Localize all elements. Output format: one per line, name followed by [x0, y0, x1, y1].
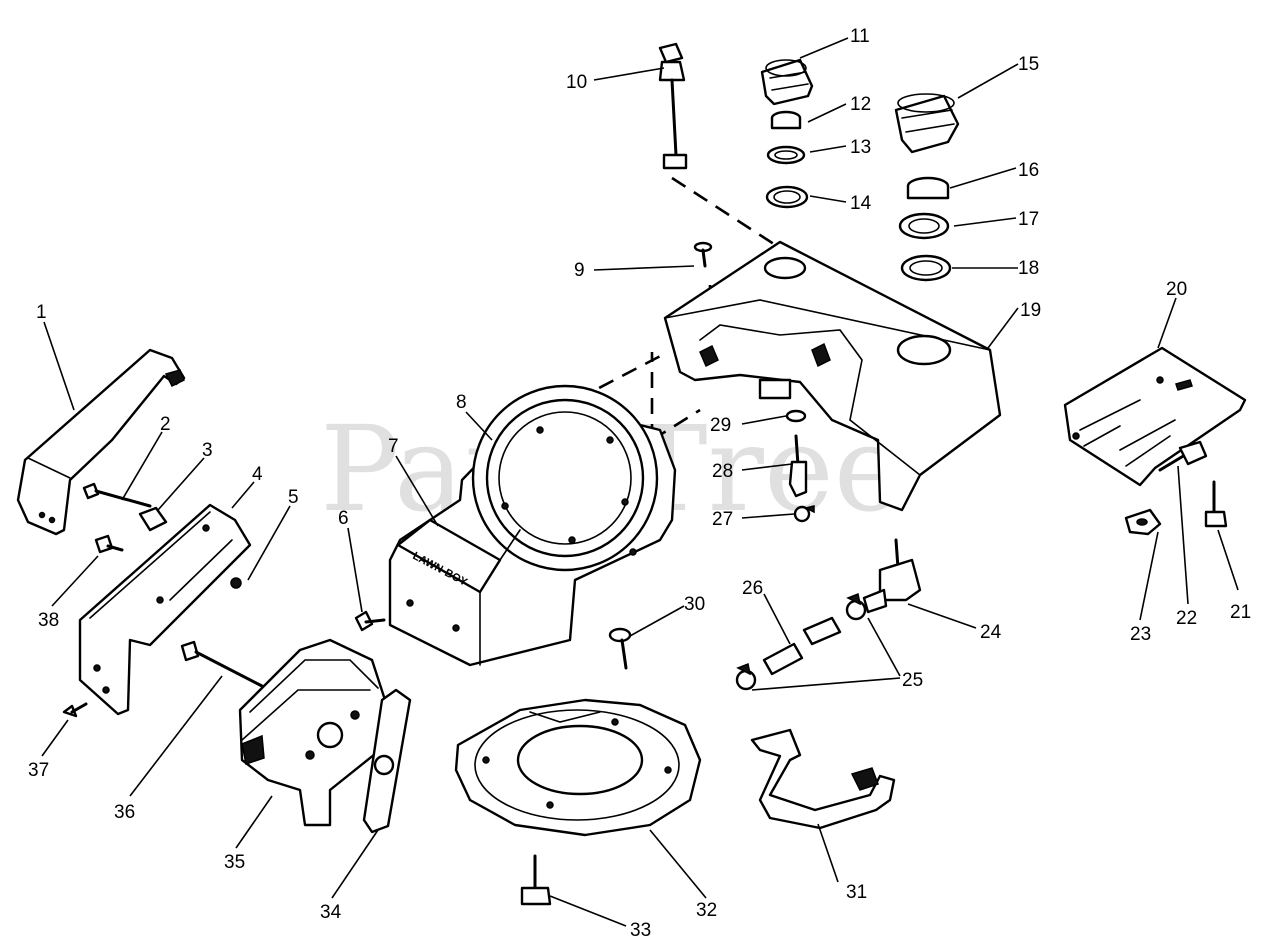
- part-fuel-cap-11[interactable]: [760, 58, 814, 106]
- callout-5: 5: [288, 487, 299, 508]
- part-gasket-13[interactable]: [766, 145, 806, 165]
- part-fuel-gauge[interactable]: [658, 42, 688, 170]
- part-muffler[interactable]: [238, 638, 387, 827]
- part-spacer-3[interactable]: [138, 506, 168, 532]
- callout-29: 29: [710, 415, 731, 436]
- callout-27: 27: [712, 509, 733, 530]
- callout-18: 18: [1018, 258, 1039, 279]
- part-screw-30[interactable]: [608, 627, 632, 670]
- callout-28: 28: [712, 461, 733, 482]
- part-screw-38[interactable]: [94, 534, 124, 554]
- part-fuel-tank[interactable]: [663, 240, 1002, 512]
- part-nut-5[interactable]: [230, 577, 242, 589]
- callout-31: 31: [846, 882, 867, 903]
- part-fuel-cap-15[interactable]: [894, 93, 960, 154]
- callout-33: 33: [630, 920, 651, 941]
- callout-12: 12: [850, 94, 871, 115]
- part-fuel-shutoff-valve[interactable]: [862, 538, 922, 614]
- part-washer-14[interactable]: [765, 185, 809, 209]
- part-valve-28[interactable]: [788, 434, 808, 498]
- callout-34: 34: [320, 902, 342, 923]
- callout-15: 15: [1018, 54, 1039, 75]
- callout-8: 8: [456, 392, 467, 413]
- callout-1: 1: [36, 302, 47, 323]
- part-fuel-hose[interactable]: [762, 616, 842, 676]
- part-hose-clamps[interactable]: [735, 592, 867, 691]
- callout-22: 22: [1176, 608, 1197, 629]
- callout-35: 35: [224, 852, 245, 873]
- part-blower-housing[interactable]: [388, 384, 677, 667]
- callout-16: 16: [1018, 160, 1039, 181]
- callout-14: 14: [850, 193, 872, 214]
- callout-19: 19: [1020, 300, 1041, 321]
- callout-labels: 1 2 3 4 5 6 7 8 9 10 11 12 13 14 15 16 1…: [28, 26, 1251, 941]
- callout-13: 13: [850, 137, 871, 158]
- part-cap-insert-12[interactable]: [770, 110, 802, 130]
- part-bolt-2[interactable]: [82, 482, 152, 508]
- part-mounting-plate[interactable]: [1063, 346, 1247, 487]
- part-washer-18[interactable]: [900, 254, 952, 282]
- callout-9: 9: [574, 260, 585, 281]
- callout-4: 4: [252, 464, 263, 485]
- part-handle-cover[interactable]: [16, 348, 186, 536]
- part-base-plate[interactable]: [454, 698, 702, 837]
- callout-26: 26: [742, 578, 763, 599]
- part-washer-29[interactable]: [785, 409, 807, 423]
- part-bolt-33[interactable]: [520, 854, 552, 906]
- callout-3: 3: [202, 440, 213, 461]
- callout-24: 24: [980, 622, 1002, 643]
- callout-36: 36: [114, 802, 135, 823]
- part-bolt-22[interactable]: [1158, 440, 1208, 472]
- callout-17: 17: [1018, 209, 1039, 230]
- leader-lines: [41, 37, 1239, 927]
- part-screw-37[interactable]: [62, 702, 88, 718]
- part-cap-insert-16[interactable]: [906, 176, 950, 200]
- callout-32: 32: [696, 900, 717, 921]
- part-bolt-21[interactable]: [1204, 480, 1228, 528]
- callout-21: 21: [1230, 602, 1251, 623]
- callout-25: 25: [902, 670, 923, 691]
- part-fuel-bracket[interactable]: [750, 728, 896, 830]
- part-gasket-17[interactable]: [898, 212, 950, 240]
- callout-10: 10: [566, 72, 587, 93]
- callout-2: 2: [160, 414, 171, 435]
- callout-30: 30: [684, 594, 705, 615]
- callout-6: 6: [338, 508, 349, 529]
- part-mounting-bracket[interactable]: [78, 503, 252, 716]
- part-screw-6[interactable]: [354, 610, 386, 632]
- callout-11: 11: [850, 26, 870, 47]
- part-screw-9[interactable]: [693, 241, 713, 268]
- part-nut-23[interactable]: [1124, 508, 1162, 536]
- callout-37: 37: [28, 760, 49, 781]
- callout-23: 23: [1130, 624, 1151, 645]
- part-clamp-27[interactable]: [793, 505, 815, 523]
- part-bolt-36[interactable]: [180, 640, 264, 688]
- callout-7: 7: [388, 436, 399, 457]
- part-gasket[interactable]: [362, 688, 412, 834]
- callout-20: 20: [1166, 279, 1187, 300]
- callout-38: 38: [38, 610, 59, 631]
